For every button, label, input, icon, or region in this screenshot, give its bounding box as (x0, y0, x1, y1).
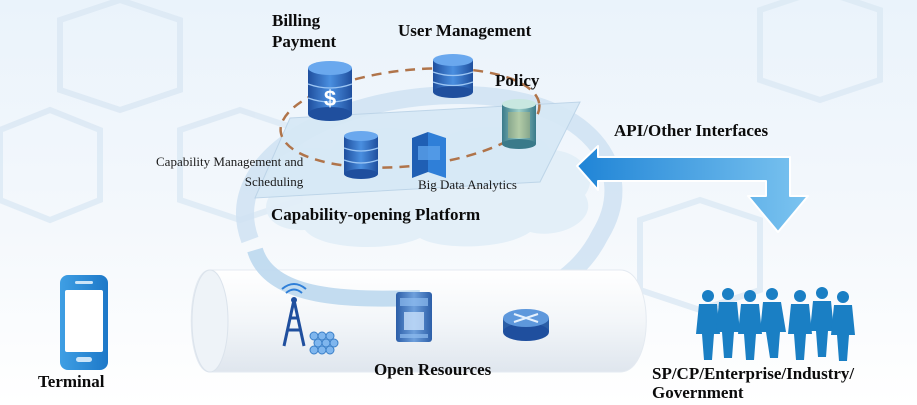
user-management-label: User Management (398, 21, 532, 40)
smartphone-icon (60, 275, 108, 370)
policy-database-icon (502, 99, 536, 149)
big-data-icon (412, 132, 446, 178)
capability-label-line1: Capability Management and (156, 154, 304, 169)
capability-management-label: Capability Management and Scheduling (156, 152, 303, 192)
api-arrow-icon (576, 145, 809, 233)
billing-payment-label: Billing Payment (272, 10, 336, 52)
billing-label-line1: Billing (272, 11, 321, 30)
billing-database-icon: $ (307, 61, 353, 121)
billing-label-line2: Payment (272, 32, 337, 51)
capability-database-icon (343, 131, 379, 179)
server-icon (396, 292, 432, 342)
sp-cp-label: SP/CP/Enterprise/Industry/ Government (652, 364, 854, 402)
capability-label-line2: Scheduling (244, 174, 304, 189)
sp-label-line2: Government (652, 383, 744, 402)
api-interfaces-label: API/Other Interfaces (614, 121, 769, 140)
people-group-icon (696, 287, 855, 361)
open-resources-label: Open Resources (374, 360, 492, 379)
antenna-tower-icon (281, 283, 339, 355)
dashed-ring (279, 67, 541, 169)
terminal-label: Terminal (38, 372, 105, 391)
svg-text:$: $ (324, 86, 336, 111)
sp-label-line1: SP/CP/Enterprise/Industry/ (652, 364, 855, 383)
router-icon (503, 309, 549, 341)
platform-label: Capability-opening Platform (271, 205, 481, 224)
user-database-icon (432, 54, 474, 98)
big-data-label: Big Data Analytics (418, 177, 517, 192)
policy-label: Policy (495, 71, 540, 90)
